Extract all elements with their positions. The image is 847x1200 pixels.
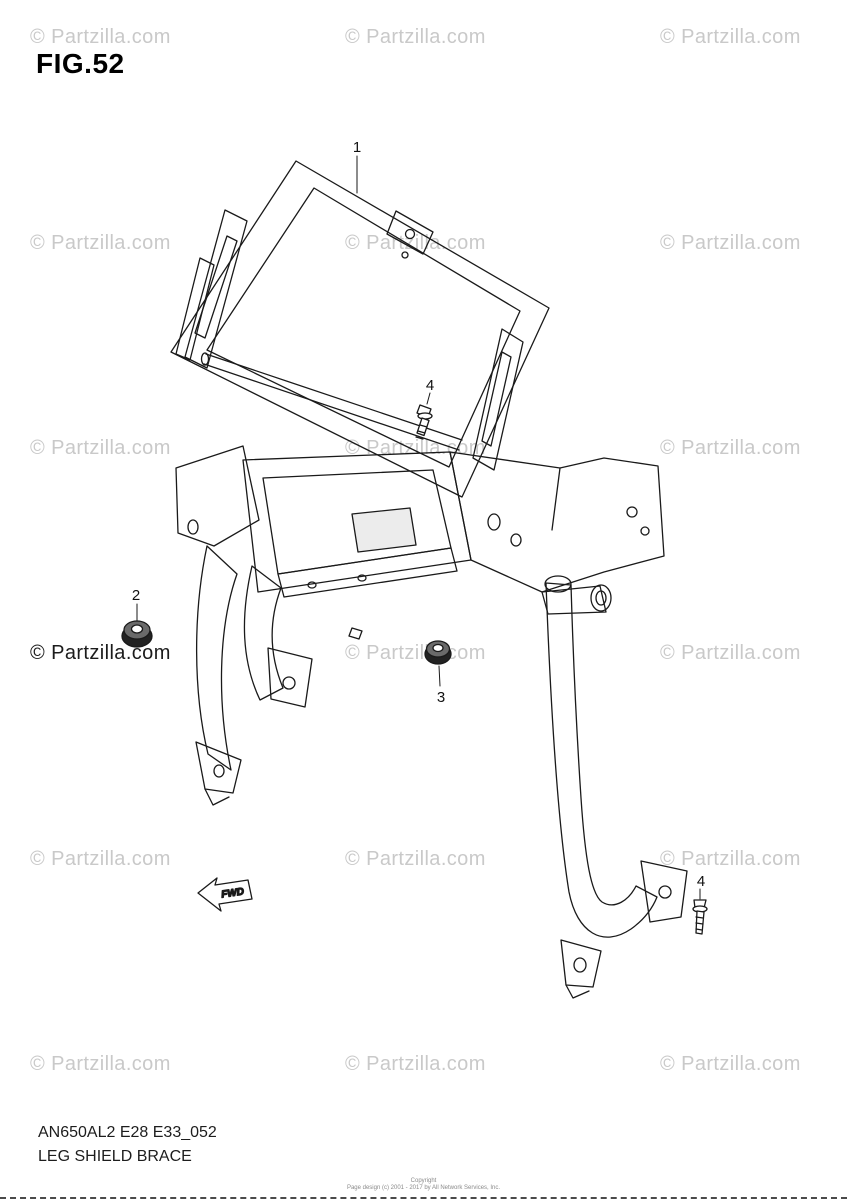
watermark: © Partzilla.com bbox=[345, 26, 486, 48]
callout-1: 1 bbox=[353, 139, 361, 156]
figure-number: FIG.52 bbox=[36, 48, 125, 79]
watermark: © Partzilla.com bbox=[660, 232, 801, 254]
copyright-line2: Page design (c) 2001 - 2017 by All Netwo… bbox=[346, 1185, 501, 1191]
model-code: AN650AL2 E28 E33_052 bbox=[38, 1124, 217, 1141]
watermark: © Partzilla.com bbox=[30, 437, 171, 459]
bolt-part-4-upper bbox=[415, 404, 433, 440]
left-arm-part bbox=[195, 545, 313, 806]
callout-2: 2 bbox=[132, 587, 140, 604]
watermark: © Partzilla.com bbox=[660, 848, 801, 870]
watermark: © Partzilla.com bbox=[660, 437, 801, 459]
watermark: © Partzilla.com bbox=[345, 1053, 486, 1075]
fwd-label: FWD bbox=[221, 886, 245, 900]
watermark: © Partzilla.com bbox=[660, 642, 801, 664]
callout-4-upper: 4 bbox=[426, 377, 434, 394]
page-bottom-border bbox=[0, 1197, 847, 1199]
fwd-marker: FWD bbox=[197, 877, 253, 912]
callout-leader-lines bbox=[136, 155, 701, 900]
copyright-line1: Copyright bbox=[410, 1178, 437, 1184]
bolt-part-4-lower bbox=[692, 899, 708, 935]
watermark: © Partzilla.com bbox=[345, 232, 486, 254]
top-frame-part bbox=[170, 160, 550, 498]
watermark: © Partzilla.com bbox=[30, 26, 171, 48]
leg-shield-brace-diagram: FWD 1 4 2 3 4 bbox=[121, 139, 708, 999]
grommet-part-3 bbox=[424, 640, 452, 665]
callout-4-lower: 4 bbox=[697, 873, 705, 890]
grommet-part-2 bbox=[121, 620, 153, 648]
copyright-notice: Copyright Page design (c) 2001 - 2017 by… bbox=[0, 1178, 847, 1192]
watermark: © Partzilla.com bbox=[345, 848, 486, 870]
watermark: © Partzilla.com bbox=[660, 1053, 801, 1075]
watermark: © Partzilla.com bbox=[660, 26, 801, 48]
figure-title: LEG SHIELD BRACE bbox=[38, 1148, 192, 1165]
watermark: © Partzilla.com bbox=[30, 1053, 171, 1075]
mid-bracket-part bbox=[175, 445, 665, 640]
right-leg-part bbox=[544, 575, 688, 999]
callout-3: 3 bbox=[437, 689, 445, 706]
watermark: © Partzilla.com bbox=[30, 232, 171, 254]
watermark: © Partzilla.com bbox=[30, 848, 171, 870]
